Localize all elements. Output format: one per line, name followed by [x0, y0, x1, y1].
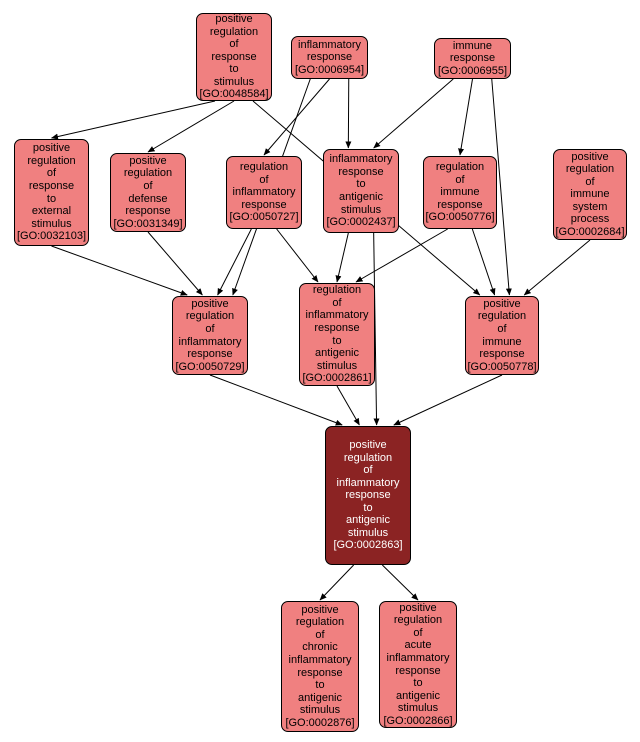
edge-n7-n11	[335, 232, 349, 283]
go-term-node-n1[interactable]: positive regulation of response to stimu…	[196, 13, 272, 101]
edge-n10-n13	[209, 374, 343, 426]
go-term-label: inflammatory response to antigenic stimu…	[329, 153, 393, 216]
edge-n11-n13	[336, 385, 360, 426]
edge-n12-n13	[393, 374, 503, 426]
edge-n4-n10	[51, 245, 188, 296]
go-term-node-n13-selected[interactable]: positive regulation of inflammatory resp…	[325, 426, 411, 565]
go-term-id: [GO:0002863]	[333, 539, 403, 552]
go-term-id: [GO:0050729]	[175, 360, 245, 373]
go-term-label: positive regulation of defense response	[123, 154, 173, 218]
go-term-label: regulation of inflammatory response to a…	[305, 284, 369, 372]
edge-n1-n4	[51, 100, 216, 140]
edge-n7-n13	[373, 232, 380, 426]
go-term-label: positive regulation of response to stimu…	[209, 13, 259, 88]
go-term-id: [GO:0048584]	[199, 88, 269, 101]
go-term-label: positive regulation of inflammatory resp…	[336, 439, 400, 539]
edge-n3-n8	[458, 78, 473, 156]
edge-n8-n11	[355, 228, 448, 283]
go-term-id: [GO:0050727]	[229, 211, 299, 224]
go-term-label: regulation of inflammatory response	[232, 161, 296, 211]
edge-n8-n12	[471, 228, 496, 296]
edge-n3-n7	[373, 78, 454, 149]
edge-n6-n10	[217, 228, 252, 296]
go-term-node-n14[interactable]: positive regulation of chronic inflammat…	[281, 601, 359, 732]
edge-n13-n14	[319, 564, 355, 601]
go-term-node-n4[interactable]: positive regulation of response to exter…	[14, 139, 89, 246]
go-term-node-n2[interactable]: inflammatory response[GO:0006954]	[291, 36, 368, 79]
edge-n9-n12	[523, 239, 591, 296]
go-term-id: [GO:0006955]	[437, 64, 508, 77]
go-term-node-n8[interactable]: regulation of immune response[GO:0050776…	[423, 156, 497, 229]
go-term-id: [GO:0002437]	[326, 216, 396, 229]
go-term-id: [GO:0050776]	[425, 211, 495, 224]
go-term-node-n11[interactable]: regulation of inflammatory response to a…	[299, 283, 375, 386]
go-term-id: [GO:0032103]	[16, 230, 87, 243]
go-term-label: positive regulation of immune system pro…	[565, 150, 615, 226]
go-term-id: [GO:0002876]	[285, 716, 355, 729]
go-term-id: [GO:0031349]	[113, 217, 183, 230]
edge-n1-n5	[147, 100, 235, 153]
go-term-label: positive regulation of inflammatory resp…	[178, 297, 242, 361]
go-term-label: positive regulation of chronic inflammat…	[288, 603, 352, 717]
go-term-node-n9[interactable]: positive regulation of immune system pro…	[553, 149, 627, 240]
go-term-label: positive regulation of response to exter…	[27, 142, 76, 230]
go-term-label: regulation of immune response	[435, 161, 485, 211]
go-term-node-n7[interactable]: inflammatory response to antigenic stimu…	[323, 149, 399, 233]
go-term-id: [GO:0002866]	[383, 714, 453, 727]
go-term-label: positive regulation of acute inflammator…	[386, 601, 450, 715]
go-term-node-n12[interactable]: positive regulation of immune response[G…	[465, 296, 539, 375]
edge-n13-n15	[381, 564, 419, 601]
go-term-id: [GO:0050778]	[467, 360, 537, 373]
edge-n5-n10	[147, 231, 203, 296]
go-term-node-n10[interactable]: positive regulation of inflammatory resp…	[172, 296, 248, 375]
go-term-node-n6[interactable]: regulation of inflammatory response[GO:0…	[226, 156, 302, 229]
go-term-node-n15[interactable]: positive regulation of acute inflammator…	[379, 601, 457, 728]
edge-n6-n11	[276, 228, 319, 283]
edge-n3-n12	[491, 78, 512, 296]
go-term-id: [GO:0006954]	[294, 63, 365, 76]
go-term-label: positive regulation of immune response	[477, 297, 527, 361]
go-term-id: [GO:0002861]	[302, 372, 372, 385]
go-term-node-n5[interactable]: positive regulation of defense response[…	[110, 153, 186, 232]
go-term-label: inflammatory response	[298, 38, 361, 64]
go-term-label: immune response	[449, 39, 496, 65]
go-term-node-n3[interactable]: immune response[GO:0006955]	[434, 38, 511, 79]
go-term-id: [GO:0002684]	[555, 225, 625, 238]
